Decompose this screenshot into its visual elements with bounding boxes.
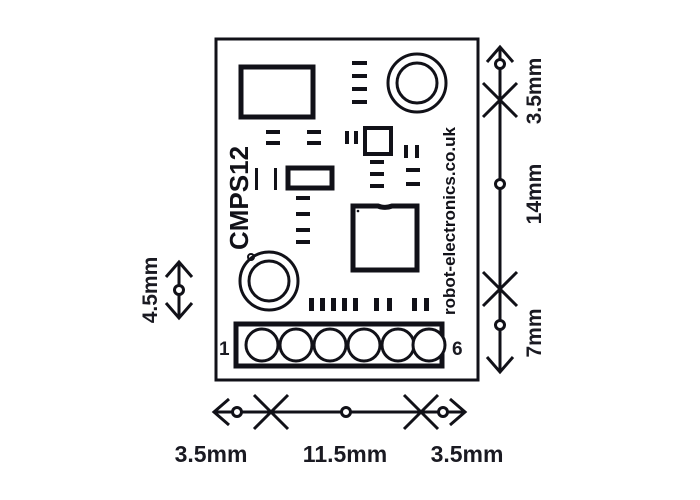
- dimension-right-node-mid: [494, 178, 506, 190]
- dimension-bottom-label-1: 3.5mm: [175, 441, 248, 467]
- connector-pin-4: [346, 327, 382, 363]
- dimension-right-label-2: 14mm: [523, 164, 546, 225]
- silk-dash-column-left: [296, 212, 310, 244]
- connector-pin-5: [380, 327, 416, 363]
- silk-pad-pair-left: [345, 131, 358, 144]
- connector-pin6-label: 6: [452, 339, 463, 360]
- dimension-tick-x-lower: [481, 270, 519, 308]
- silk-dash-column-right: [406, 168, 420, 186]
- dimension-left-node: [173, 284, 185, 296]
- connector-6pin: [233, 321, 447, 369]
- dimension-tick-x-left: [252, 393, 290, 431]
- component-small-rect: [285, 165, 335, 191]
- dimension-bottom-label-2: 11.5mm: [303, 441, 387, 467]
- dimension-tick-x-right: [402, 393, 440, 431]
- component-square-smd: [363, 126, 393, 156]
- silk-dash-column-top: [352, 61, 367, 104]
- dimension-bottom-node-left: [231, 406, 243, 418]
- silkscreen-part-label: CMPS12: [224, 146, 254, 250]
- silk-pad-pair-right: [404, 145, 419, 158]
- silk-dash-pair-upper-left: [266, 130, 280, 145]
- silk-dash-column-center: [370, 160, 384, 188]
- silk-dash-small: [296, 196, 310, 200]
- connector-pin-2: [278, 327, 314, 363]
- silk-pad-row-bottom: [309, 298, 429, 311]
- connector-pin-3: [312, 327, 348, 363]
- dimension-bottom-node-right: [437, 406, 449, 418]
- dimension-right-node-bottom: [494, 319, 506, 331]
- connector-pin-6: [411, 327, 447, 363]
- silk-dash-pair-upper-mid: [307, 130, 321, 145]
- mounting-hole-top-right: [386, 52, 448, 114]
- silkscreen-website-label: robot-electronics.co.uk: [440, 126, 459, 315]
- dimension-right-node-top: [494, 58, 506, 70]
- dimension-right-label-3: 7mm: [523, 308, 546, 357]
- dimension-bottom-label-3: 3.5mm: [431, 441, 504, 467]
- dimension-bottom-node-mid: [340, 406, 352, 418]
- dimension-bottom-chain: [211, 393, 468, 431]
- connector-pin1-label: 1: [219, 339, 230, 360]
- silk-vertical-bars: [255, 168, 277, 190]
- component-main-ic: [350, 203, 420, 273]
- component-large-rect: [238, 64, 316, 120]
- dimension-tick-x-upper: [481, 81, 519, 119]
- mounting-hole-bottom-left: [238, 250, 300, 312]
- pcb-components-group: [233, 52, 448, 369]
- dimension-left-label: 4.5mm: [139, 257, 162, 324]
- ic-pin1-dot: [356, 209, 360, 213]
- dimension-right-chain: [481, 44, 519, 375]
- connector-pin-1: [244, 327, 280, 363]
- dimension-right-label-1: 3.5mm: [523, 58, 546, 125]
